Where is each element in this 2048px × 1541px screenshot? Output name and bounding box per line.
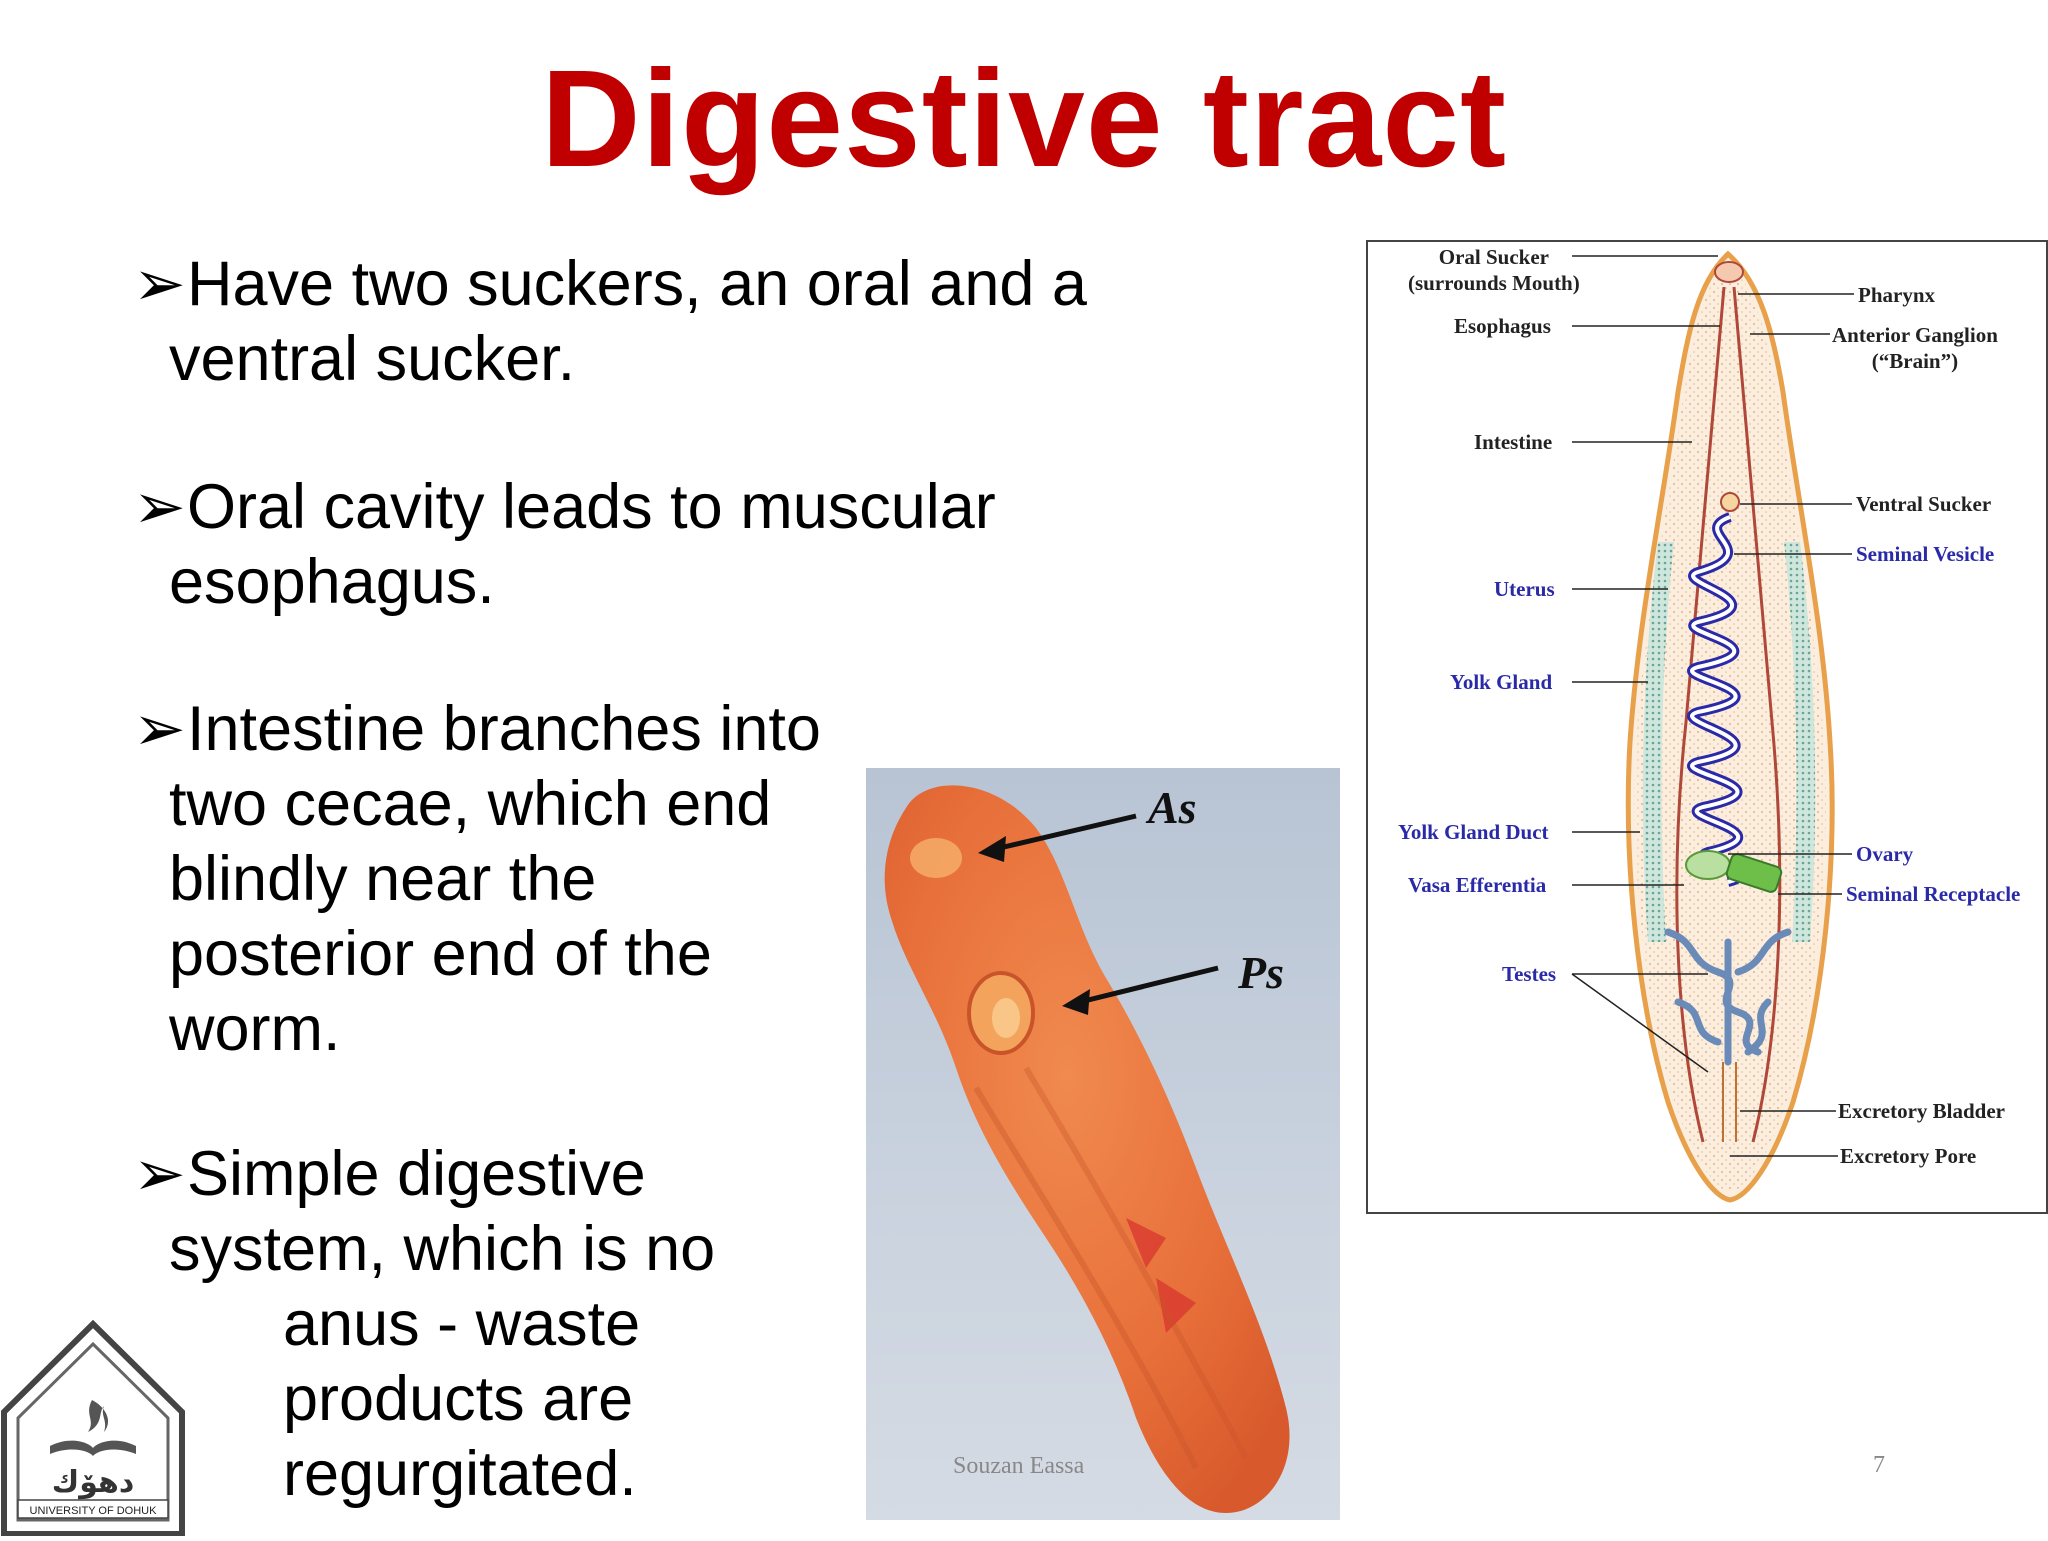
fluke-anatomy-diagram: Oral Sucker (surrounds Mouth) Esophagus … <box>1366 240 2048 1214</box>
yolk-gland-left <box>1642 542 1674 942</box>
label-esophagus: Esophagus <box>1454 314 1551 338</box>
seminal-receptacle <box>1725 853 1783 893</box>
page-number: 7 <box>1873 1452 1885 1478</box>
label-intestine: Intestine <box>1474 430 1553 454</box>
leader-lines-left <box>1571 255 1720 1073</box>
bullet-oral-cavity: ➢Oral cavity leads to muscular esophagus… <box>133 470 996 620</box>
bullet-text: Oral cavity leads to muscular <box>187 472 996 542</box>
bullet-text: esophagus. <box>169 547 495 617</box>
university-logo: ﺩﻫﯚﻙ UNIVERSITY OF DOHUK <box>0 1319 186 1537</box>
bullet-text: Intestine branches into <box>187 694 821 764</box>
logo-flame-icon <box>88 1400 109 1432</box>
bullet-text: anus - waste <box>283 1289 641 1359</box>
bullet-text: ventral sucker. <box>169 324 576 394</box>
footer-author: Souzan Eassa <box>953 1453 1085 1479</box>
bullet-text: products are <box>283 1364 634 1434</box>
bullet-text: regurgitated. <box>283 1439 637 1509</box>
internal-stripe <box>1023 1066 1249 1460</box>
label-uterus: Uterus <box>1494 577 1555 601</box>
label-vasa-efferentia: Vasa Efferentia <box>1408 873 1547 897</box>
logo-caption-box <box>17 1499 169 1519</box>
bullet-arrow-icon: ➢ <box>133 1139 186 1209</box>
bullet-text: worm. <box>169 994 341 1064</box>
oral-sucker <box>1714 261 1744 283</box>
bullet-text: Simple digestive <box>187 1139 646 1209</box>
university-logo-drawing: ﺩﻫﯚﻙ UNIVERSITY OF DOHUK <box>1 1319 185 1537</box>
bullet-arrow-icon: ➢ <box>133 472 186 542</box>
label-ovary: Ovary <box>1856 842 1914 866</box>
internal-organ <box>1156 1278 1196 1333</box>
label-yolk-gland-duct: Yolk Gland Duct <box>1398 820 1549 844</box>
bullet-arrow-icon: ➢ <box>133 249 186 319</box>
worm-photo-drawing: As Ps <box>884 782 1290 1513</box>
slide-title: Digestive tract <box>540 42 1508 196</box>
arrow-as <box>990 813 1137 853</box>
bullet-text: blindly near the <box>169 844 597 914</box>
bullet-text: system, which is no <box>169 1214 716 1284</box>
fluke-body-drawing <box>1571 250 1854 1203</box>
internal-stripe <box>973 1086 1199 1470</box>
yolk-gland-right <box>1784 542 1816 942</box>
bullet-text: two cecae, which end <box>169 769 772 839</box>
label-oral-sucker: Oral Sucker (surrounds Mouth) <box>1408 245 1580 296</box>
worm-photo: As Ps <box>866 768 1340 1520</box>
arrow-as-head <box>978 836 1006 862</box>
bullet-text: posterior end of the <box>169 919 712 989</box>
excretory-bladder <box>1722 1062 1737 1142</box>
label-ventral-sucker: Ventral Sucker <box>1856 492 1992 516</box>
ovary <box>1685 850 1731 880</box>
testes <box>1664 928 1792 1066</box>
internal-organ <box>1126 1218 1166 1268</box>
label-ps: Ps <box>1237 947 1284 998</box>
ventral-sucker-inner <box>992 998 1020 1038</box>
label-as: As <box>1145 782 1197 833</box>
label-yolk-gland: Yolk Gland <box>1450 670 1553 694</box>
bullet-digestive-system: ➢Simple digestive system, which is no an… <box>133 1137 715 1512</box>
ventral-sucker <box>1720 492 1740 512</box>
label-pharynx: Pharynx <box>1858 283 1936 307</box>
bullet-arrow-icon: ➢ <box>133 694 186 764</box>
bullet-intestine: ➢Intestine branches into two cecae, whic… <box>133 692 821 1067</box>
logo-caption: UNIVERSITY OF DOHUK <box>30 1505 158 1517</box>
label-testes: Testes <box>1502 962 1557 986</box>
label-seminal-receptacle: Seminal Receptacle <box>1846 882 2021 906</box>
intestine-left <box>1675 286 1726 1143</box>
label-excretory-pore: Excretory Pore <box>1840 1144 1977 1168</box>
leader-lines-right <box>1728 293 1854 1157</box>
label-excretory-bladder: Excretory Bladder <box>1838 1099 2005 1123</box>
uterus-inner <box>1690 515 1741 884</box>
arrow-ps-head <box>1062 989 1090 1015</box>
bullet-text: Have two suckers, an oral and a <box>187 249 1087 319</box>
worm-body <box>884 785 1290 1513</box>
logo-book-icon <box>50 1440 136 1456</box>
intestine-right <box>1732 286 1782 1143</box>
bullet-suckers: ➢Have two suckers, an oral and a ventral… <box>133 247 1087 397</box>
label-anterior-ganglion: Anterior Ganglion (“Brain”) <box>1832 323 1998 374</box>
arrow-ps <box>1075 965 1219 1006</box>
oral-sucker-spot <box>910 838 962 878</box>
label-seminal-vesicle: Seminal Vesicle <box>1856 542 1995 566</box>
logo-script-text: ﺩﻫﯚﻙ <box>52 1465 135 1500</box>
